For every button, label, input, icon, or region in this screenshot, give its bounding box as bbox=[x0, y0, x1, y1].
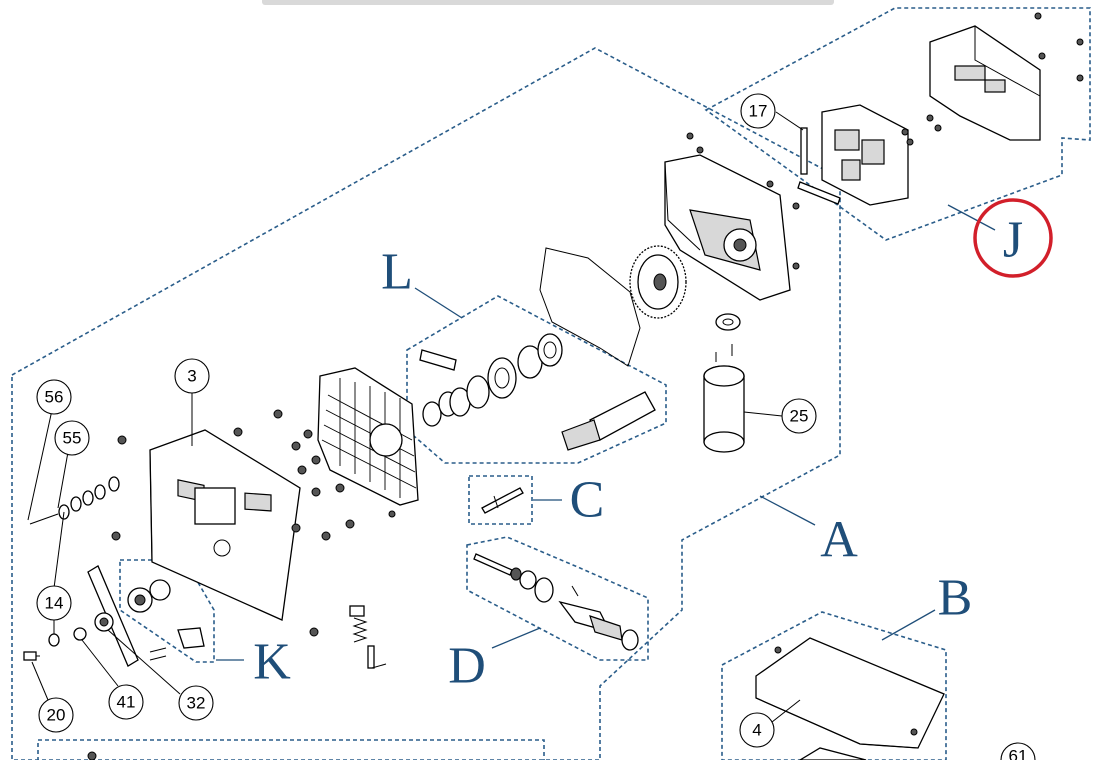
callout-20: 20 bbox=[38, 697, 74, 733]
top-scroll-bar bbox=[262, 0, 834, 5]
gasket bbox=[539, 247, 641, 367]
leader-56 bbox=[27, 409, 53, 521]
svg-text:20: 20 bbox=[47, 706, 66, 725]
svg-text:56: 56 bbox=[45, 388, 64, 407]
washer-14 bbox=[48, 633, 60, 647]
group-label-b: B bbox=[938, 570, 973, 627]
callout-25: 25 bbox=[781, 398, 817, 434]
cover-housing bbox=[929, 25, 1041, 141]
callout-56: 56 bbox=[36, 379, 72, 415]
shaft-l bbox=[419, 349, 656, 451]
callout-14: 14 bbox=[36, 585, 72, 621]
leader-b bbox=[881, 609, 936, 641]
lower-part-partial bbox=[87, 747, 867, 760]
gear-wheel bbox=[629, 245, 687, 319]
leader-17 bbox=[775, 111, 804, 131]
spring-assembly bbox=[349, 605, 387, 669]
svg-text:41: 41 bbox=[117, 693, 136, 712]
group-label-c: C bbox=[570, 472, 605, 529]
bolt-20 bbox=[23, 651, 40, 661]
screws-j bbox=[926, 12, 1084, 132]
gearbox-housing bbox=[664, 154, 791, 301]
group-label-k: K bbox=[253, 634, 291, 691]
shaft-d bbox=[473, 553, 639, 651]
highlight-ring-j bbox=[973, 198, 1053, 278]
leader-j bbox=[947, 204, 996, 231]
boundary-group-c bbox=[468, 475, 533, 525]
callout-17: 17 bbox=[740, 93, 776, 129]
group-label-d: D bbox=[448, 638, 486, 695]
callout-61: 61 bbox=[1000, 742, 1036, 760]
pin-c bbox=[481, 487, 524, 514]
group-label-j: J bbox=[1003, 212, 1023, 269]
washer-stack bbox=[29, 476, 120, 525]
svg-text:32: 32 bbox=[187, 694, 206, 713]
svg-text:17: 17 bbox=[749, 102, 768, 121]
k-parts bbox=[127, 579, 205, 661]
callout-55: 55 bbox=[54, 420, 90, 456]
washer-top bbox=[715, 313, 741, 331]
frame-screws bbox=[111, 409, 396, 637]
main-frame-3 bbox=[149, 429, 301, 621]
leader-d bbox=[491, 627, 541, 649]
svg-text:55: 55 bbox=[63, 429, 82, 448]
leader-l bbox=[414, 287, 463, 319]
boundary-group-j bbox=[704, 7, 1091, 241]
cover-plate-4 bbox=[755, 637, 945, 749]
leader-41 bbox=[81, 639, 119, 687]
callout-4: 4 bbox=[739, 712, 775, 748]
leader-4 bbox=[771, 699, 801, 723]
motor-25 bbox=[703, 344, 745, 453]
grid-plate bbox=[317, 367, 419, 506]
boundary-lower-left bbox=[37, 739, 545, 760]
leader-20 bbox=[31, 661, 49, 701]
leader-32 bbox=[107, 629, 181, 695]
leader-a bbox=[759, 495, 816, 526]
svg-text:61: 61 bbox=[1009, 747, 1028, 760]
group-label-a: A bbox=[820, 512, 858, 569]
callout-32: 32 bbox=[178, 685, 214, 721]
bearings-l bbox=[422, 333, 563, 427]
callout-41: 41 bbox=[108, 684, 144, 720]
washer-41 bbox=[73, 627, 87, 641]
svg-text:25: 25 bbox=[790, 407, 809, 426]
gearbox-screws bbox=[686, 132, 800, 270]
callout-3: 3 bbox=[174, 358, 210, 394]
pin-17 bbox=[797, 127, 841, 205]
leader-55 bbox=[57, 451, 69, 509]
blade-32 bbox=[87, 565, 139, 667]
boundary-group-a bbox=[11, 47, 841, 760]
control-board bbox=[821, 104, 914, 206]
leader-14-a bbox=[53, 511, 65, 589]
boundary-group-d bbox=[466, 536, 649, 661]
leader-25 bbox=[743, 411, 783, 417]
boundary-group-l bbox=[406, 295, 667, 464]
boundary-group-b bbox=[721, 611, 947, 760]
svg-text:3: 3 bbox=[187, 367, 196, 386]
svg-text:14: 14 bbox=[45, 594, 64, 613]
svg-text:4: 4 bbox=[752, 721, 761, 740]
group-label-l: L bbox=[381, 244, 413, 301]
